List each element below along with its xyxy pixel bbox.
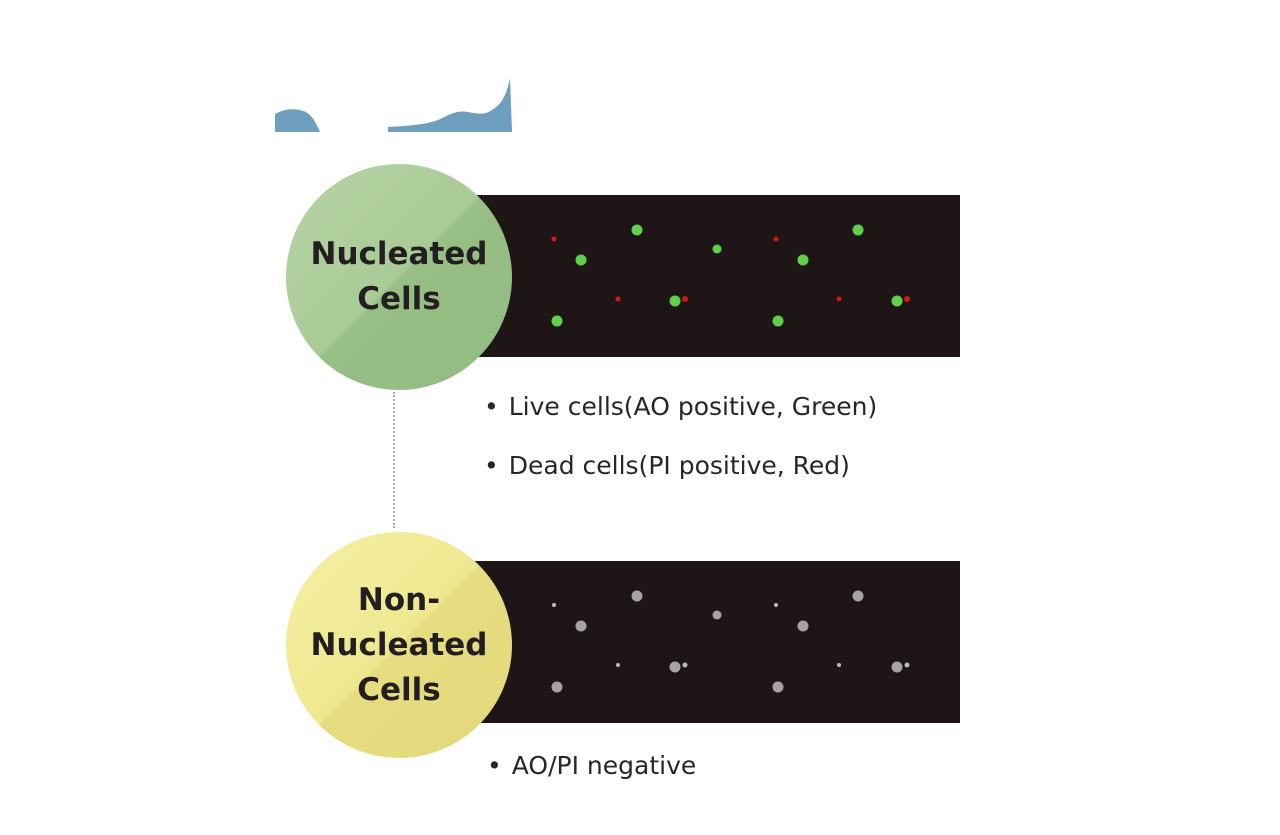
non-nucleated-label-line2: Nucleated: [310, 626, 488, 663]
bullet-live-cells: • Live cells(AO positive, Green): [484, 392, 877, 422]
non-nucleated-cells-image: [462, 561, 960, 723]
histogram-icon: [275, 78, 512, 132]
bullet-dead-cells-text: Dead cells(PI positive, Red): [508, 451, 850, 480]
negative-cell: [712, 610, 722, 620]
dead-cell: [551, 236, 557, 242]
live-cell: [852, 224, 864, 236]
negative-cell: [551, 681, 563, 693]
histogram-peak-left: [275, 109, 320, 132]
bullet-dot: •: [484, 392, 499, 421]
live-cell: [712, 244, 722, 254]
negative-cell: [891, 661, 903, 673]
negative-cell: [631, 590, 643, 602]
negative-cell: [682, 662, 688, 668]
nucleated-cells-circle: Nucleated Cells: [286, 164, 512, 390]
negative-cell: [552, 603, 556, 607]
negative-cell: [904, 662, 910, 668]
negative-cell: [575, 620, 587, 632]
dead-cell: [836, 296, 842, 302]
nucleated-cells-svg: [551, 224, 910, 327]
bullet-ao-pi-negative: • AO/PI negative: [487, 751, 696, 781]
nucleated-label-line1: Nucleated: [310, 236, 488, 272]
nucleated-label-line2: Cells: [357, 281, 441, 317]
negative-cell: [797, 620, 809, 632]
non-nucleated-label-line3: Cells: [357, 671, 441, 708]
bullet-live-cells-text: Live cells(AO positive, Green): [508, 392, 878, 421]
bullet-dot: •: [487, 751, 502, 780]
negative-cell: [837, 663, 841, 667]
negative-cell: [616, 663, 620, 667]
negative-cell: [772, 681, 784, 693]
live-cell: [797, 254, 809, 266]
non-nucleated-cells-circle: Non- Nucleated Cells: [286, 532, 512, 758]
non-nucleated-cells-svg: [551, 590, 910, 693]
live-cell: [575, 254, 587, 266]
live-cell: [669, 295, 681, 307]
dead-cell: [904, 296, 910, 302]
dead-cell: [682, 296, 688, 302]
dead-cell: [615, 296, 621, 302]
non-nucleated-label-line1: Non-: [357, 581, 441, 618]
negative-cell: [774, 603, 778, 607]
live-cell: [891, 295, 903, 307]
dead-cell: [773, 236, 779, 242]
live-cell: [551, 315, 563, 327]
bullet-ao-pi-negative-text: AO/PI negative: [511, 751, 697, 780]
live-cell: [772, 315, 784, 327]
negative-cell: [852, 590, 864, 602]
connector-dotted-line: [393, 392, 395, 528]
histogram-peak-right: [388, 78, 512, 132]
bullet-dead-cells: • Dead cells(PI positive, Red): [484, 451, 850, 481]
negative-cell: [669, 661, 681, 673]
live-cell: [631, 224, 643, 236]
nucleated-cells-image: [462, 195, 960, 357]
bullet-dot: •: [484, 451, 499, 480]
